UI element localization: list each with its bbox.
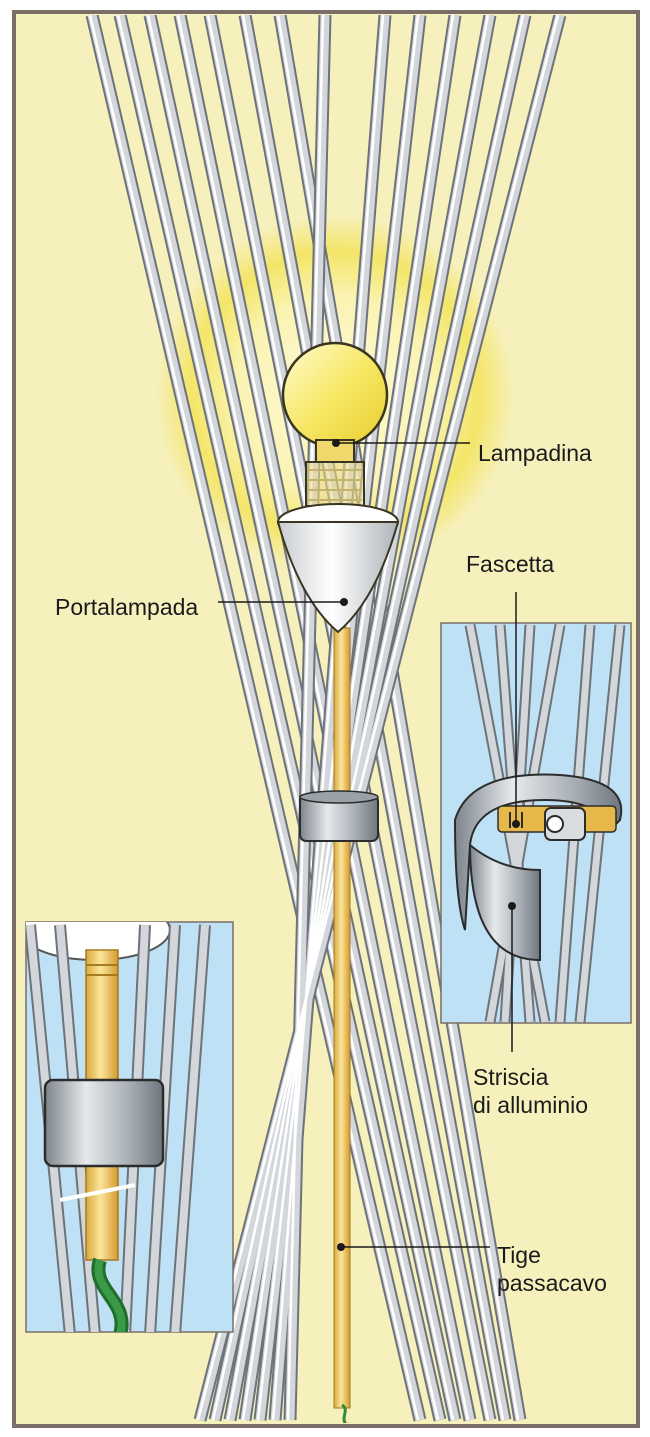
- socket-label: Portalampada: [55, 594, 198, 620]
- rod-label-line1: Tige: [497, 1242, 541, 1268]
- center-clamp-ring: [299, 790, 379, 842]
- detail-inset-left: [25, 921, 234, 1333]
- clamp-label: Fascetta: [466, 551, 554, 577]
- strip-label-line2: di alluminio: [473, 1092, 588, 1118]
- lamp-socket: [276, 503, 400, 634]
- bulb-label: Lampadina: [478, 440, 592, 466]
- detail-inset-right: [440, 592, 632, 1052]
- rod-label-line2: passacavo: [497, 1270, 607, 1296]
- light-bulb: [281, 341, 389, 507]
- cable-rod: [333, 627, 351, 1409]
- green-cable: [341, 1403, 348, 1423]
- strip-label-line1: Striscia: [473, 1064, 549, 1090]
